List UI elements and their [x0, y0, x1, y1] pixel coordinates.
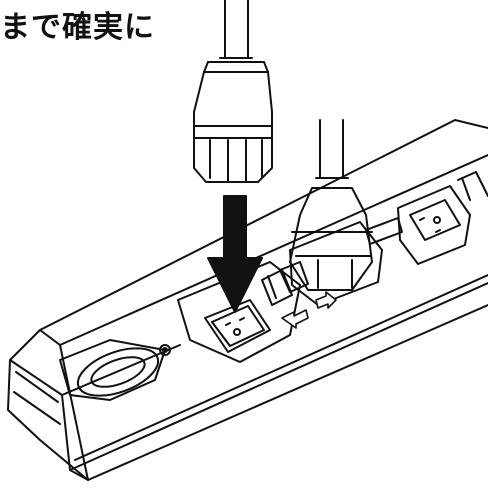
lock-release-tabs — [261, 261, 309, 306]
lock-release-arrow-icon — [281, 291, 337, 329]
power-plug-hanging — [193, 0, 273, 183]
mounting-hole — [59, 339, 171, 401]
down-arrow-icon — [207, 195, 263, 313]
right-side-tabs — [457, 171, 488, 201]
rating-label — [365, 217, 403, 245]
power-plug-inserted — [289, 119, 373, 291]
outlet-socket-right — [397, 185, 471, 265]
outlet-socket-plugged — [289, 221, 383, 306]
headline: まで確実に — [0, 10, 155, 45]
